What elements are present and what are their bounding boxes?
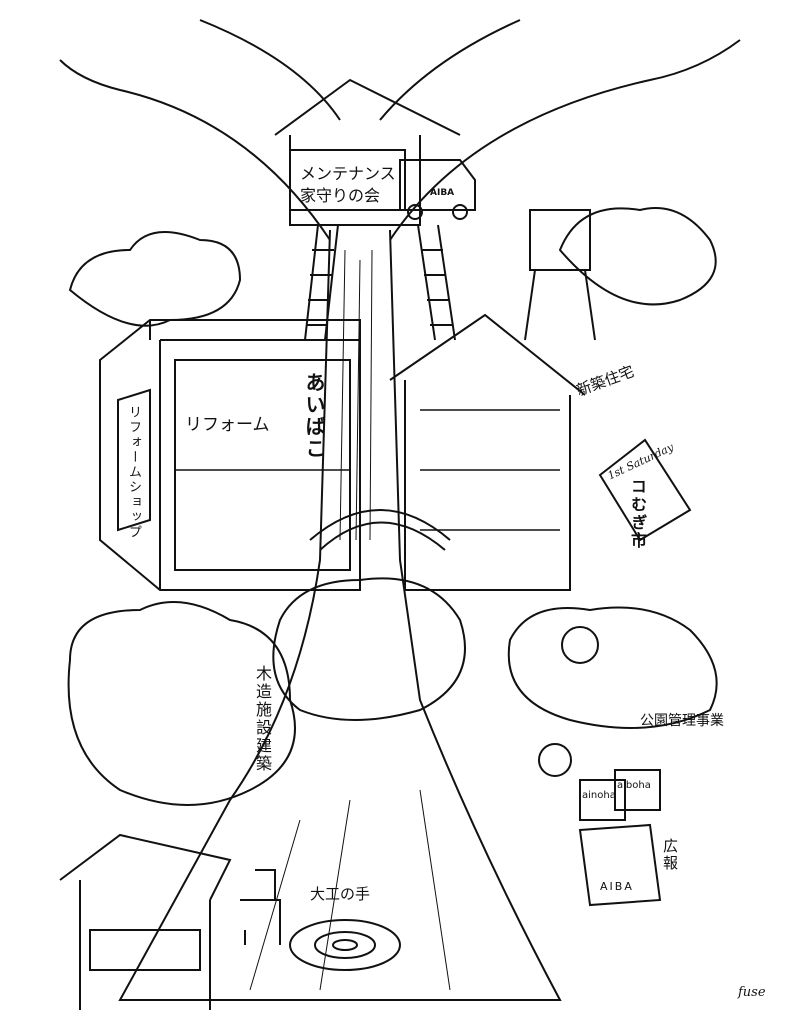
pr-label: 広報 [661,838,679,872]
bag-logo: AIBA [600,880,634,893]
reform-label: リフォーム [185,415,270,435]
artist-signature: fuse [738,985,766,1000]
bridge [309,509,451,551]
tree-stump [289,919,401,971]
maintenance-label-line2: 家守りの会 [300,186,381,205]
maintenance-label-line1: メンテナンス [300,164,396,183]
aibako-sign: あいばこ [302,372,326,460]
foliage-lower-left [67,601,296,806]
truck-logo: AIBA [430,188,455,198]
carpenter-label: 大工の手 [310,885,371,903]
komugi-market-sign [598,438,692,542]
reform-shop-label: リフォームショップ [126,405,141,540]
reform-building [99,319,361,591]
ladder [304,224,339,341]
chairs [240,869,281,945]
wooden-facility-label: 木造施設建築 [253,665,272,773]
park-management-label: 公園管理事業 [640,713,724,729]
foliage-left [68,231,242,327]
reform-shop-sign [117,388,151,532]
market-stall [59,833,232,1010]
top-house-sign [289,149,406,211]
new-house [389,313,586,591]
truck [399,159,476,211]
water-wheel [561,626,599,664]
komugi-market-label: コむぎ市 [628,478,647,550]
ladder [417,224,456,341]
tree-branches [59,19,741,241]
magazine-ainoha: ainoha [582,790,616,801]
pr-person [538,743,572,777]
lookout-tower [529,209,591,271]
tree-trunk [118,229,562,1001]
foliage-center [272,577,466,721]
foliage-lower-right [507,606,718,729]
magazine-aiboha: aiboha [617,780,651,791]
foliage-right [558,207,717,306]
pr-bag [578,823,662,907]
